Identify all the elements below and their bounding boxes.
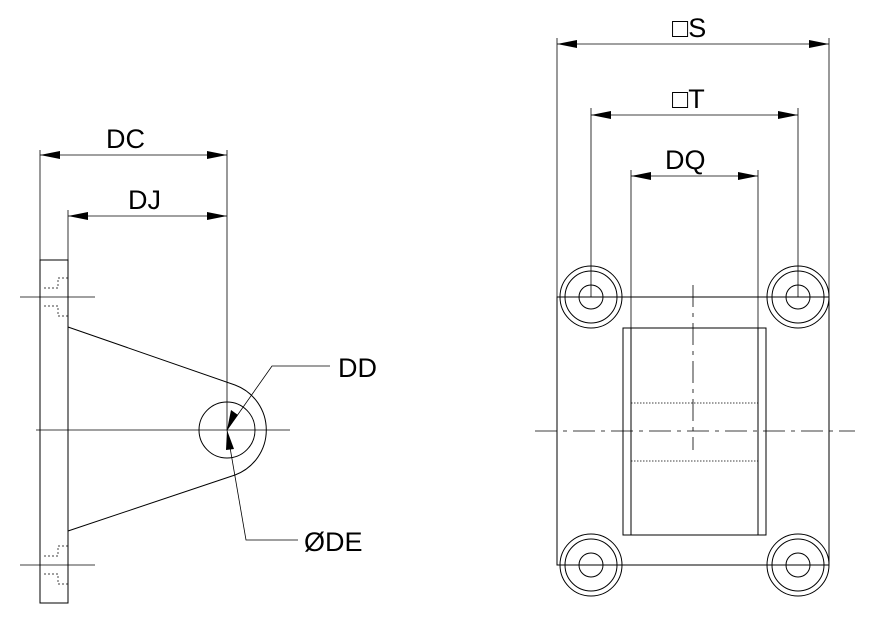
- label-s: □S: [672, 13, 706, 43]
- leader-dd: DD: [226, 353, 377, 431]
- dim-dq: DQ: [631, 145, 758, 180]
- dim-s: □S: [557, 13, 829, 48]
- hole-bottom-right: [766, 533, 830, 597]
- label-dq: DQ: [665, 145, 706, 175]
- dim-dj: DJ: [68, 185, 227, 220]
- label-t: □T: [672, 84, 705, 114]
- hole-bottom-left: [559, 533, 623, 597]
- side-view: DC DJ DD ØDE: [20, 124, 377, 604]
- front-view: □S □T DQ: [535, 13, 855, 597]
- label-dd: DD: [338, 353, 377, 383]
- mounting-plate: [39, 259, 69, 604]
- dim-dc: DC: [40, 124, 227, 159]
- clevis-boss: [622, 327, 767, 536]
- bracket-web: [67, 326, 267, 532]
- lower-bolt-hole: [20, 545, 95, 585]
- upper-bolt-hole: [20, 277, 95, 317]
- label-de: ØDE: [304, 527, 363, 557]
- leader-de: ØDE: [226, 429, 363, 557]
- label-dc: DC: [106, 124, 145, 154]
- label-dj: DJ: [128, 185, 161, 215]
- dim-t: □T: [591, 84, 798, 119]
